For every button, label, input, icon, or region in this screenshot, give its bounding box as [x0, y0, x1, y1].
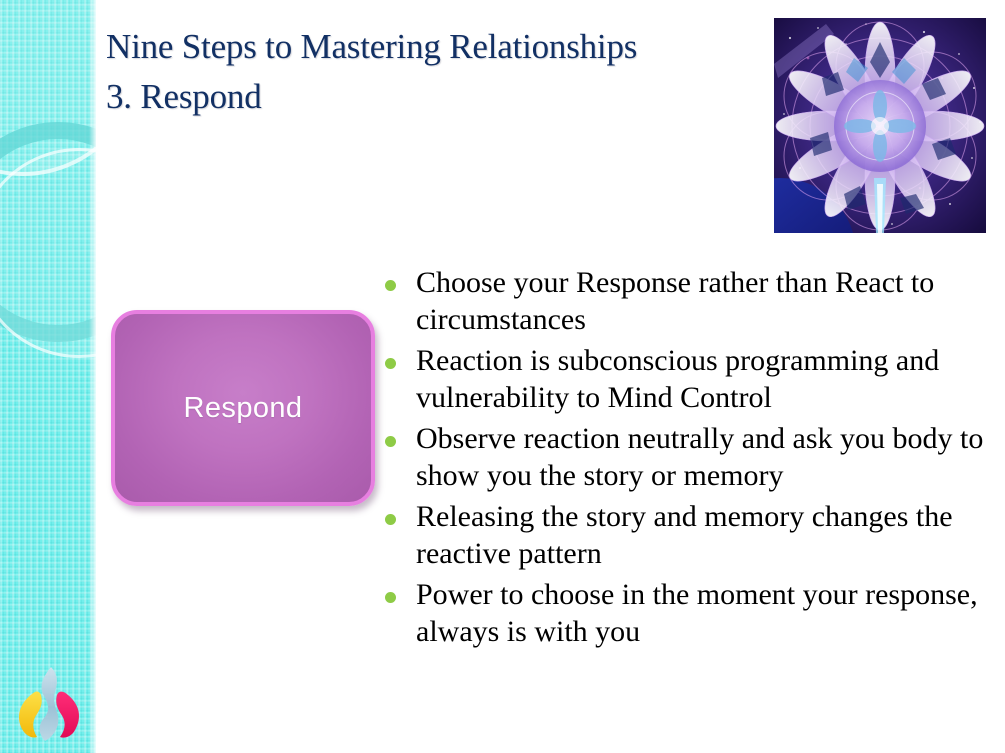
- page-title-line-1: Nine Steps to Mastering Relationships: [106, 27, 638, 66]
- bullet-dot-icon: [385, 280, 396, 291]
- list-item-text: Observe reaction neutrally and ask you b…: [416, 422, 984, 492]
- sidebar-ring-lower-outline: [0, 148, 96, 358]
- page-title: Nine Steps to Mastering Relationships 3.…: [106, 22, 766, 122]
- list-item: Choose your Response rather than React t…: [385, 264, 1000, 338]
- sidebar-edge-highlight: [89, 0, 96, 753]
- list-item-text: Choose your Response rather than React t…: [416, 266, 935, 336]
- bullet-dot-icon: [385, 358, 396, 369]
- list-item: Releasing the story and memory changes t…: [385, 498, 1000, 572]
- bullet-list: Choose your Response rather than React t…: [385, 264, 1000, 654]
- page-title-line-2: 3. Respond: [106, 77, 262, 116]
- list-item: Observe reaction neutrally and ask you b…: [385, 420, 1000, 494]
- mandala-sacred-geometry-image: [774, 18, 986, 233]
- bullet-dot-icon: [385, 592, 396, 603]
- bullet-dot-icon: [385, 436, 396, 447]
- list-item-text: Power to choose in the moment your respo…: [416, 578, 978, 648]
- list-item-text: Reaction is subconscious programming and…: [416, 344, 940, 414]
- respond-shape[interactable]: Respond: [111, 310, 375, 506]
- bullet-dot-icon: [385, 514, 396, 525]
- list-item: Power to choose in the moment your respo…: [385, 576, 1000, 650]
- list-item: Reaction is subconscious programming and…: [385, 342, 1000, 416]
- sidebar-decoration: [0, 0, 96, 753]
- list-item-text: Releasing the story and memory changes t…: [416, 500, 953, 570]
- respond-shape-label: Respond: [183, 391, 303, 424]
- flame-logo: [8, 661, 90, 747]
